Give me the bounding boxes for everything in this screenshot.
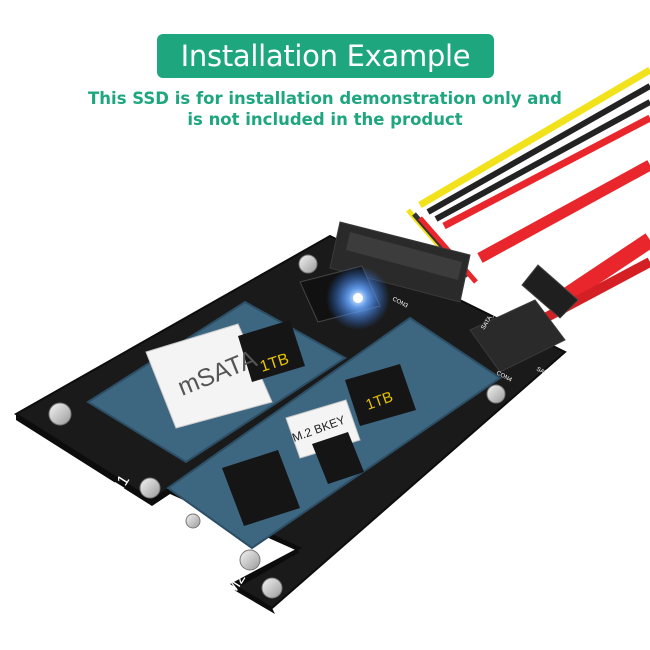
screw-icon [261, 577, 283, 599]
screw-icon [486, 384, 506, 404]
sata-power-connector [329, 221, 471, 303]
screw-icon [48, 402, 72, 426]
subtitle: This SSD is for installation demonstrati… [60, 88, 590, 130]
subtitle-line-2: is not included in the product [187, 110, 463, 129]
msata-ssd [86, 300, 347, 464]
sata-data-connector [469, 264, 579, 373]
screw-icon [239, 549, 261, 571]
power-cable [406, 66, 650, 284]
screw-icon [298, 254, 318, 274]
subtitle-line-1: This SSD is for installation demonstrati… [88, 89, 562, 108]
title-badge: Installation Example [157, 34, 494, 78]
mounting-screws [48, 254, 506, 599]
msata-label-sticker [145, 323, 273, 429]
screw-icon [185, 513, 201, 529]
m2-ssd [166, 316, 502, 550]
size-label: 2280 [150, 505, 167, 525]
screw-icon [139, 477, 161, 499]
page-title: Installation Example [180, 39, 471, 73]
